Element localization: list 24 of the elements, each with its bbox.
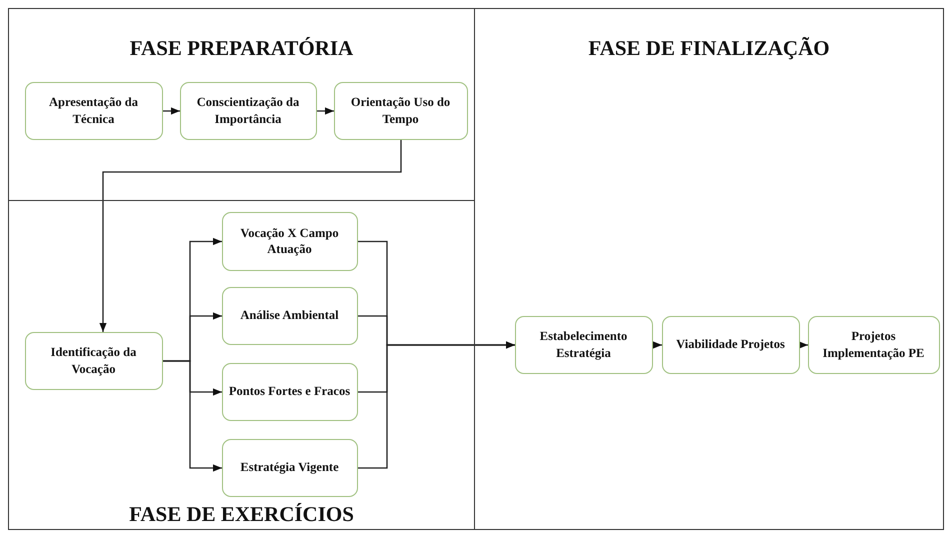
- process-box: Conscientização da Importância: [180, 82, 316, 140]
- process-box: Estabelecimento Estratégia: [514, 316, 652, 374]
- arrow: [652, 341, 662, 349]
- phase-heading: FASE PREPARATÓRIA: [128, 36, 354, 61]
- arrow: [163, 360, 222, 472]
- process-box: Identificação da Vocação: [24, 332, 162, 390]
- process-box: Estratégia Vigente: [222, 438, 358, 496]
- phase-panel: [474, 8, 944, 530]
- arrow: [798, 341, 808, 349]
- process-box: Orientação Uso do Tempo: [334, 82, 468, 140]
- process-box: Análise Ambiental: [222, 286, 358, 344]
- arrow: [99, 140, 402, 332]
- phase-panel: [8, 200, 475, 530]
- phase-heading: FASE DE EXERCÍCIOS: [128, 502, 355, 527]
- process-box: Projetos Implementação PE: [808, 316, 940, 374]
- process-box: Vocação X Campo Atuação: [222, 212, 358, 270]
- phase-heading: FASE DE FINALIZAÇÃO: [587, 36, 831, 61]
- arrow: [317, 107, 334, 115]
- arrow: [358, 341, 515, 469]
- process-box: Apresentação da Técnica: [24, 82, 162, 140]
- process-box: Viabilidade Projetos: [662, 316, 800, 374]
- process-box: Pontos Fortes e Fracos: [222, 362, 358, 420]
- phase-panel: [8, 8, 475, 201]
- arrow: [163, 107, 180, 115]
